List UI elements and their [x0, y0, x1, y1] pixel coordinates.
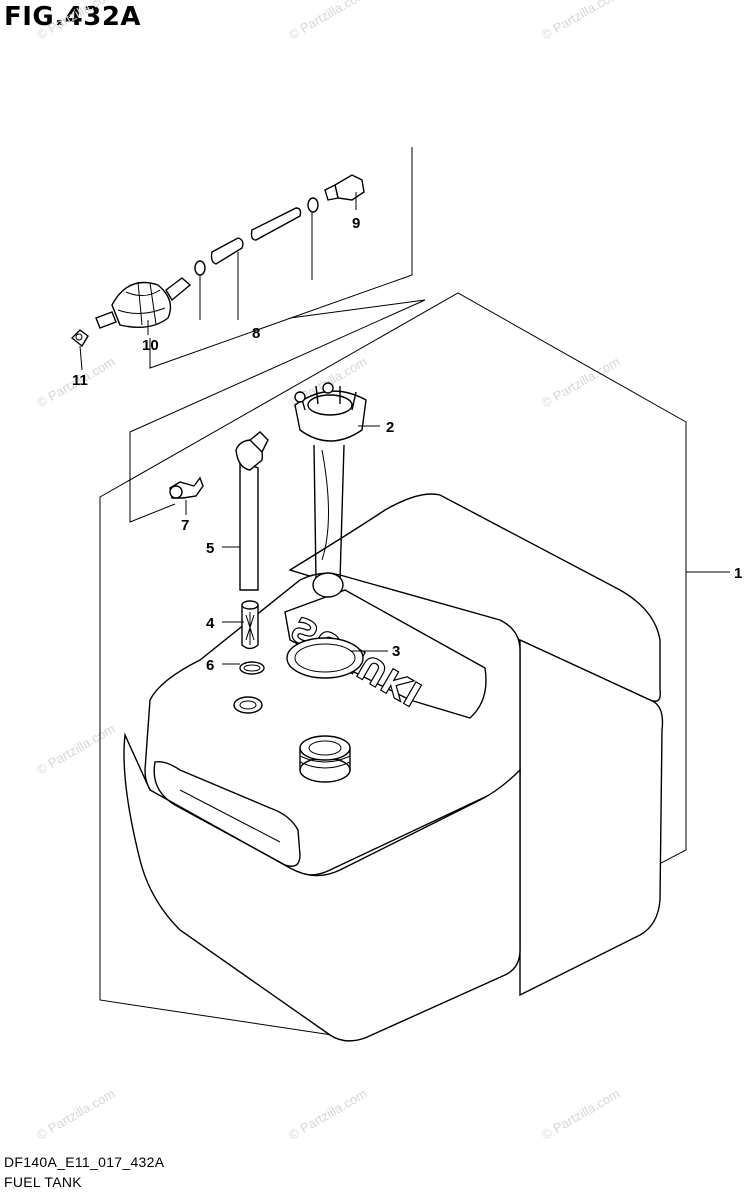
suction-pipe[interactable] [235, 431, 269, 591]
callout-8: 8 [252, 325, 260, 342]
callout-9: 9 [352, 215, 360, 232]
callouts: 1 2 3 4 5 6 7 8 9 10 11 [72, 215, 742, 674]
callout-11: 11 [72, 372, 88, 389]
hose-kit-bracket [149, 147, 413, 369]
callout-2: 2 [386, 419, 394, 436]
callout-4: 4 [206, 615, 215, 632]
callout-3: 3 [392, 643, 400, 660]
fuel-hose[interactable] [194, 207, 302, 276]
callout-5: 5 [206, 540, 214, 557]
figure-title: FIG.432A [4, 2, 142, 32]
primer-bulb[interactable] [95, 277, 192, 329]
callout-6: 6 [206, 657, 214, 674]
watermark: © Partzilla.com [34, 0, 117, 43]
watermark: © Partzilla.com [539, 1086, 622, 1143]
watermark: © Partzilla.com [34, 721, 117, 778]
figure-code: DF140A_E11_017_432A [4, 1154, 165, 1170]
watermark: © Partzilla.com [286, 1086, 369, 1143]
pipe-o-ring[interactable] [239, 661, 265, 675]
subassembly-bracket [129, 299, 426, 523]
watermark: © Partzilla.com [286, 0, 369, 43]
leader-lines [79, 192, 730, 665]
strainer[interactable] [241, 600, 259, 650]
figure-caption: FUEL TANK [4, 1174, 82, 1190]
callout-10: 10 [142, 337, 159, 354]
fuel-tank[interactable] [123, 493, 664, 1042]
hose-connector[interactable] [307, 174, 365, 213]
gauge-gasket[interactable] [286, 637, 364, 679]
watermark: © Partzilla.com [539, 0, 622, 43]
fuel-gauge[interactable] [294, 382, 367, 598]
callout-1: 1 [734, 565, 742, 582]
hose-clip[interactable] [70, 329, 89, 348]
tank-connector[interactable] [169, 476, 204, 499]
callout-7: 7 [181, 517, 189, 534]
watermark: © Partzilla.com [34, 1086, 117, 1143]
assembly-frame [99, 292, 687, 1036]
